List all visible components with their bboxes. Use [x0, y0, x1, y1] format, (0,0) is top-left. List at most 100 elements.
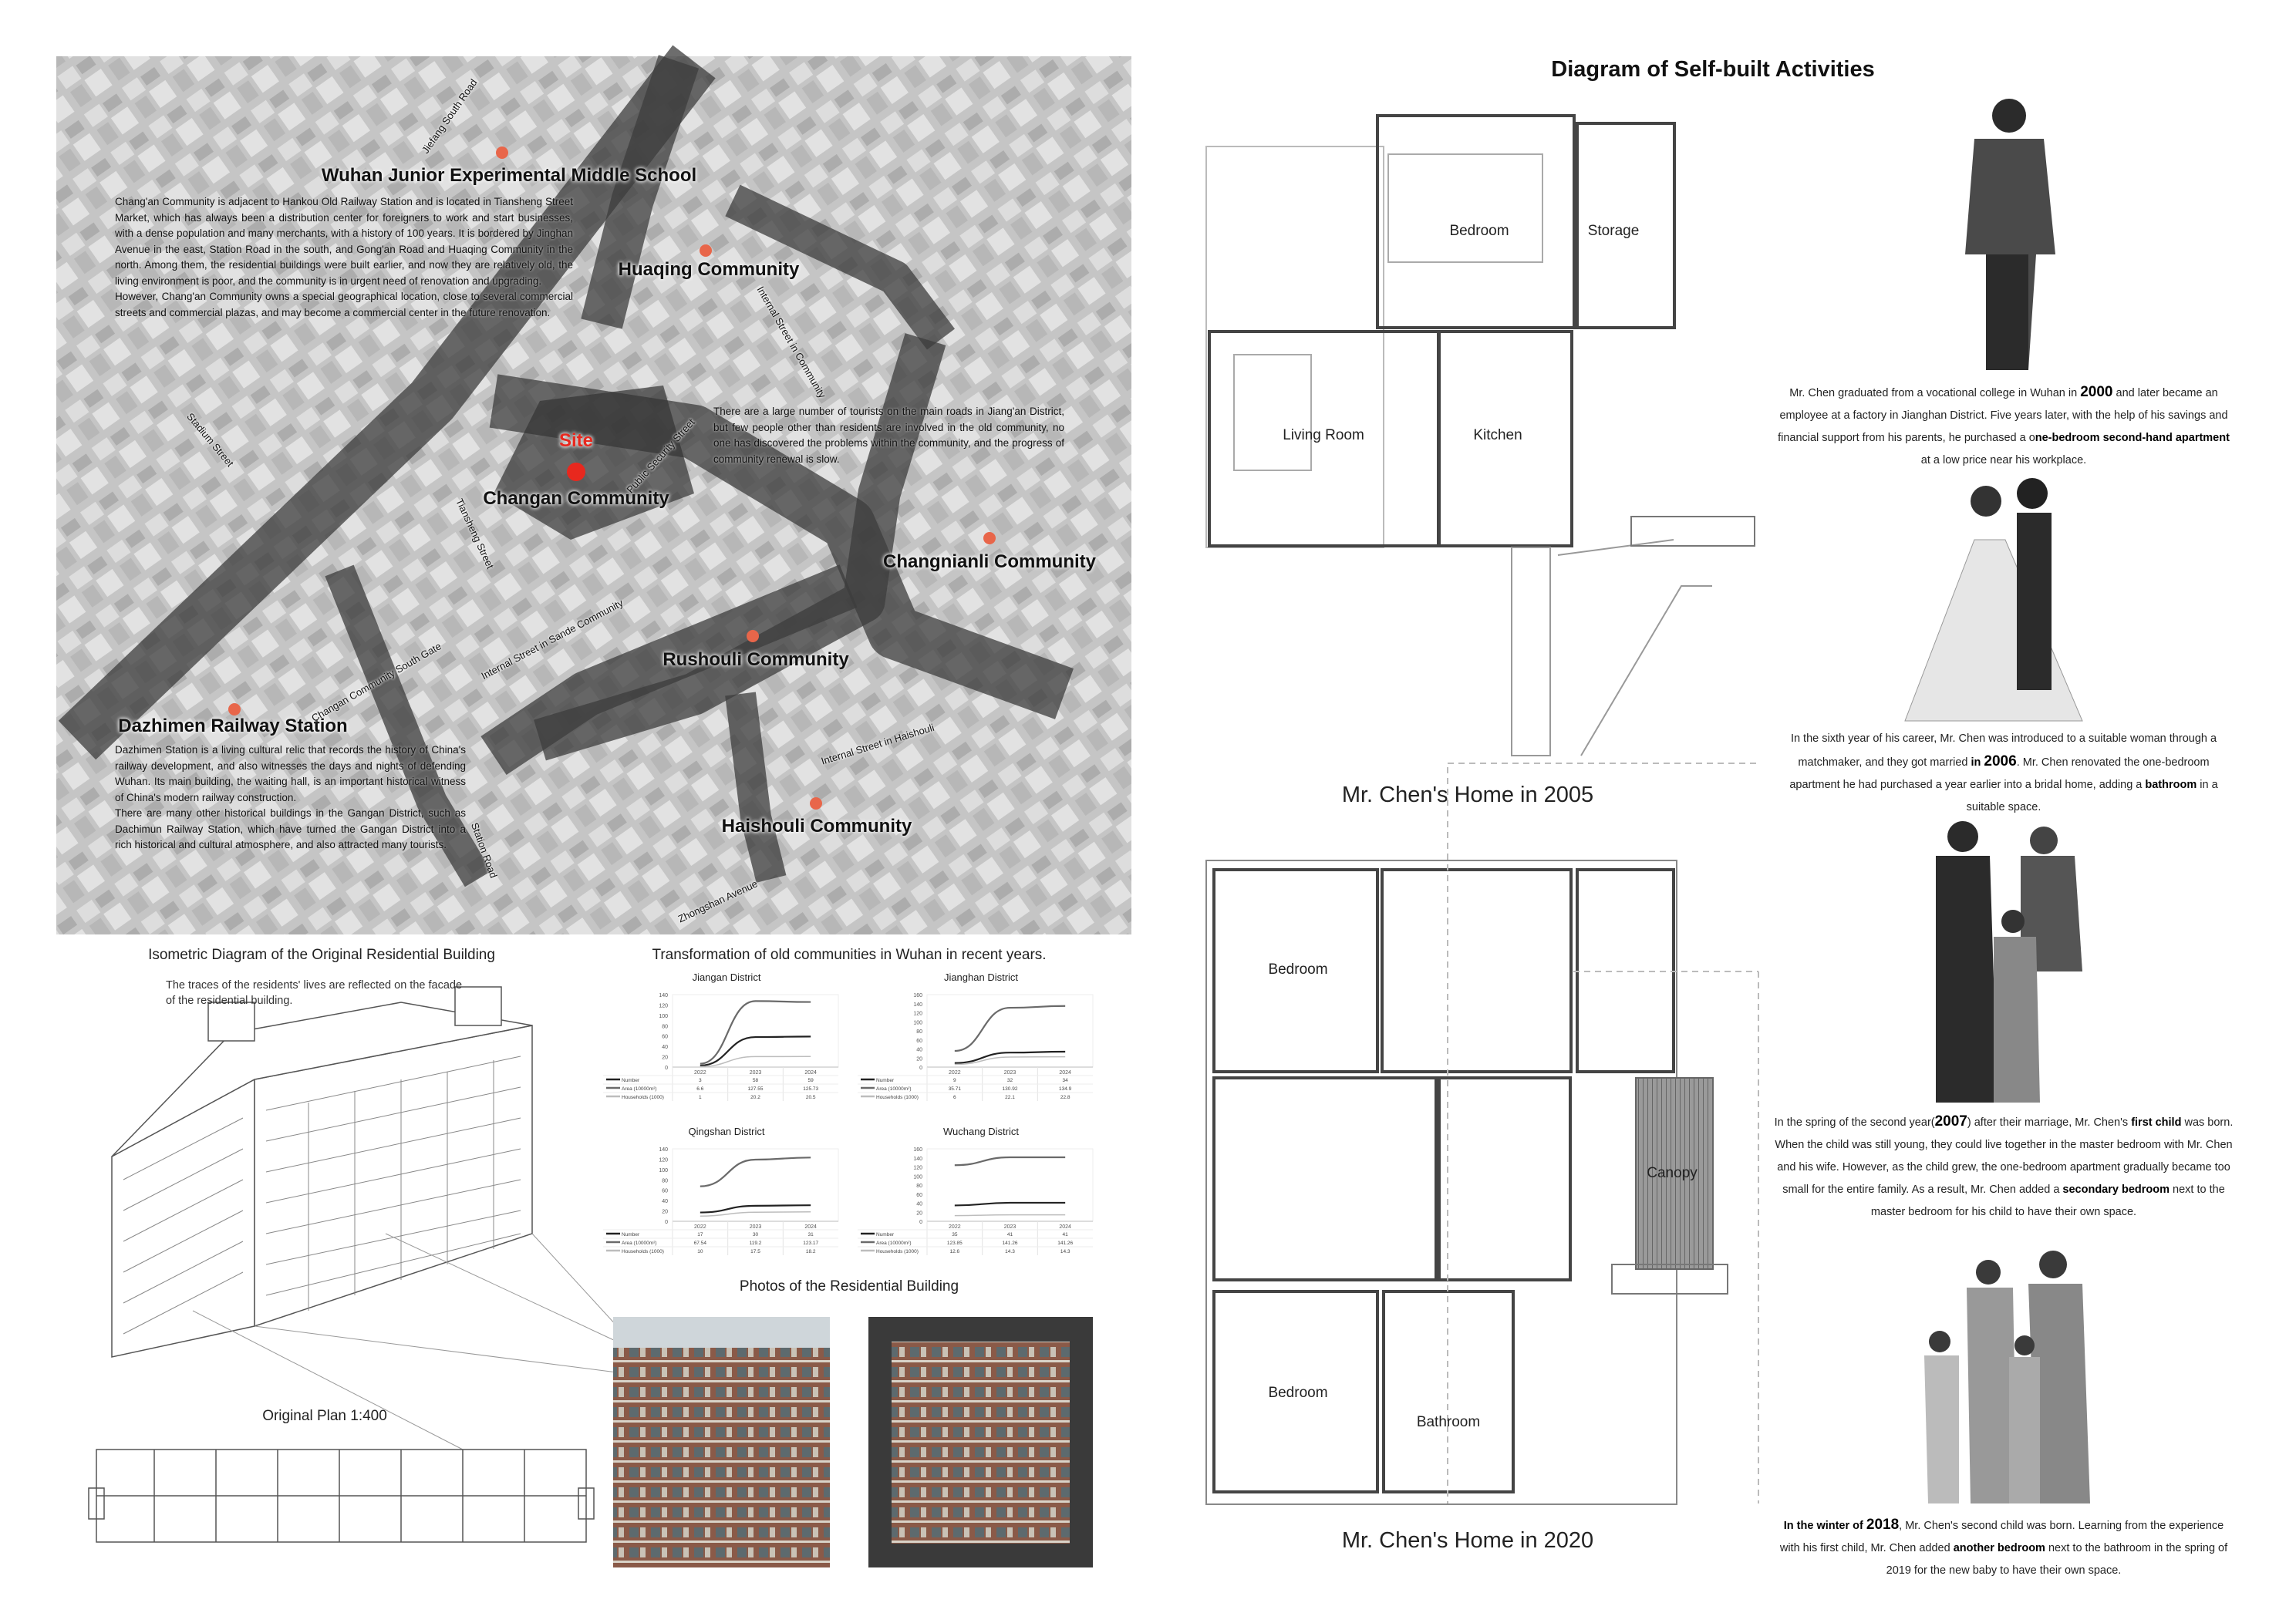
legend-label: Number — [876, 1078, 895, 1083]
legend-label: Area (10000m²) — [876, 1086, 912, 1092]
story-emphasis: first child — [2131, 1116, 2182, 1129]
self-built-title: Diagram of Self-built Activities — [1551, 57, 1875, 82]
y-tick-label: 100 — [659, 1014, 668, 1019]
legend-label: Households (1000) — [622, 1249, 664, 1254]
room-bathroom-2020: Bathroom — [1416, 1414, 1481, 1430]
table-cell: 119.2 — [750, 1241, 762, 1246]
table-cell: 58 — [753, 1078, 759, 1083]
legend-label: Households (1000) — [876, 1095, 919, 1100]
table-cell: 67.54 — [694, 1241, 707, 1246]
table-cell: 41 — [1063, 1232, 1069, 1237]
table-cell: 130.92 — [1003, 1086, 1018, 1092]
y-tick-label: 0 — [919, 1220, 922, 1225]
story-emphasis: 2000 — [2080, 384, 2113, 400]
y-tick-label: 100 — [913, 1020, 922, 1025]
label-changnianli: Changnianli Community — [883, 551, 1096, 572]
story-text: was born. When the child was still young… — [1775, 1116, 2234, 1196]
y-tick-label: 20 — [662, 1210, 668, 1215]
label-site: Site — [558, 430, 594, 451]
y-tick-label: 40 — [916, 1048, 922, 1053]
story-2018: In the winter of 2018, Mr. Chen's second… — [1772, 1514, 2235, 1582]
y-tick-label: 140 — [913, 1002, 922, 1008]
y-tick-label: 60 — [916, 1193, 922, 1198]
y-tick-label: 60 — [662, 1189, 668, 1194]
table-cell: 12.6 — [950, 1249, 960, 1254]
plot-area — [926, 994, 1094, 1068]
chart-title: Jiangan District — [693, 971, 761, 983]
story-emphasis: ne-bedroom second-hand apartment — [2035, 432, 2230, 444]
table-cell: 6.6 — [696, 1086, 703, 1092]
table-cell: 10 — [697, 1249, 703, 1254]
table-cell: 41 — [1007, 1232, 1013, 1237]
x-tick-label: 2024 — [804, 1070, 817, 1076]
table-cell: 127.55 — [748, 1086, 764, 1092]
tourists-description: There are a large number of tourists on … — [713, 406, 1064, 465]
series-line-2 — [700, 1056, 811, 1068]
series-line-0 — [700, 1204, 811, 1214]
changan-para-1: Chang'an Community is adjacent to Hankou… — [115, 196, 573, 287]
x-tick-label: 2024 — [804, 1224, 817, 1230]
table-cell: 14.3 — [1060, 1249, 1070, 1254]
table-cell: 1 — [699, 1095, 702, 1100]
table-cell: 14.3 — [1005, 1249, 1015, 1254]
y-tick-label: 40 — [916, 1202, 922, 1207]
family-photo-2018 — [1924, 1251, 2090, 1503]
table-cell: 18.2 — [806, 1249, 816, 1254]
y-tick-label: 120 — [659, 1157, 668, 1163]
series-line-2 — [954, 1056, 1066, 1066]
story-2007: In the spring of the second year(2007) a… — [1772, 1110, 2235, 1224]
series-line-1 — [954, 1156, 1066, 1167]
y-tick-label: 80 — [662, 1024, 668, 1029]
story-emphasis: 2006 — [1984, 753, 2017, 769]
y-tick-label: 60 — [916, 1039, 922, 1044]
legend-label: Number — [622, 1078, 640, 1083]
room-canopy-2020: Canopy — [1647, 1165, 1698, 1181]
table-cell: 17 — [697, 1232, 703, 1237]
table-cell: 17.5 — [750, 1249, 760, 1254]
series-line-0 — [700, 1035, 811, 1067]
table-cell: 22.1 — [1005, 1095, 1015, 1100]
story-text: ) after their marriage, Mr. Chen's — [1967, 1116, 2132, 1129]
caption-2005: Mr. Chen's Home in 2005 — [1341, 783, 1594, 807]
x-tick-label: 2024 — [1059, 1224, 1071, 1230]
story-emphasis: another bedroom — [1953, 1542, 2045, 1554]
table-cell: 34 — [1063, 1078, 1069, 1083]
story-emphasis: In the winter of — [1783, 1520, 1866, 1532]
chart-jianghan: Jianghan District02040608010012014016020… — [858, 971, 1094, 1101]
label-rushouli: Rushouli Community — [663, 649, 849, 670]
series-line-2 — [700, 1211, 811, 1217]
table-cell: 141.26 — [1003, 1241, 1018, 1246]
room-bedroom-2005: Bedroom — [1449, 223, 1509, 239]
y-tick-label: 20 — [916, 1056, 922, 1062]
isometric-building — [111, 986, 618, 1450]
y-tick-label: 20 — [662, 1056, 668, 1061]
story-text: . Mr. Chen renovated the one-bedroom apa… — [1789, 756, 2210, 791]
label-huaqing: Huaqing Community — [618, 259, 800, 280]
story-text: Mr. Chen graduated from a vocational col… — [1789, 387, 2081, 399]
original-plan-label: Original Plan 1:400 — [262, 1408, 387, 1424]
story-emphasis: secondary bedroom — [2062, 1184, 2170, 1196]
isometric-title: Isometric Diagram of the Original Reside… — [148, 947, 495, 963]
x-tick-label: 2023 — [750, 1070, 762, 1076]
y-tick-label: 80 — [916, 1029, 922, 1035]
y-tick-label: 0 — [665, 1220, 668, 1225]
table-cell: 59 — [808, 1078, 814, 1083]
wedding-photo — [1904, 478, 2083, 722]
y-tick-label: 40 — [662, 1045, 668, 1050]
caption-2020: Mr. Chen's Home in 2020 — [1341, 1528, 1594, 1553]
x-tick-label: 2022 — [694, 1070, 706, 1076]
changan-para-2: However, Chang'an Community owns a speci… — [115, 291, 573, 318]
y-tick-label: 160 — [913, 993, 922, 998]
table-cell: 125.73 — [803, 1086, 818, 1092]
y-tick-label: 20 — [916, 1211, 922, 1216]
table-cell: 134.9 — [1059, 1086, 1072, 1092]
table-cell: 20.5 — [806, 1095, 816, 1100]
room-bedroom1-2020: Bedroom — [1268, 961, 1328, 978]
series-line-2 — [954, 1214, 1066, 1217]
family-photo-2007 — [1936, 821, 2082, 1103]
legend-label: Households (1000) — [876, 1249, 919, 1254]
series-line-1 — [700, 1000, 811, 1065]
series-line-1 — [954, 1005, 1066, 1052]
table-cell: 123.17 — [803, 1241, 818, 1246]
